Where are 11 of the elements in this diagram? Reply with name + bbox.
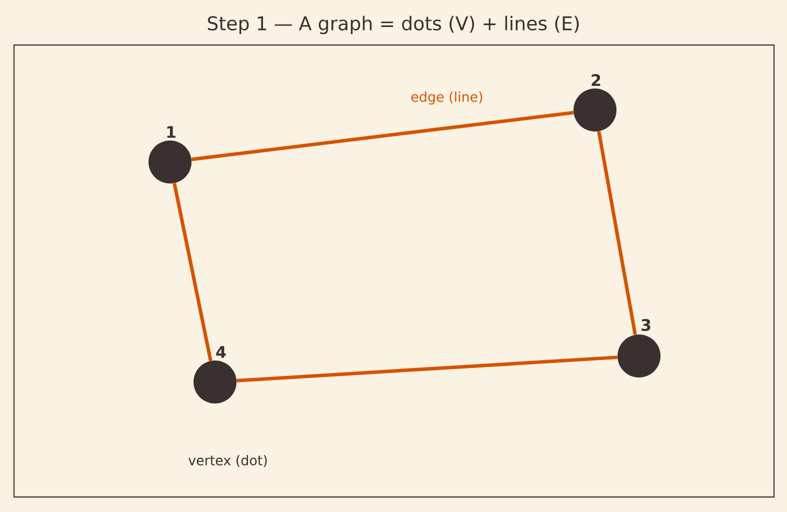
edge-line [597, 131, 637, 335]
edge-line [191, 110, 574, 162]
title: Step 1 — A graph = dots (V) + lines (E) [208, 16, 579, 34]
node-label: 4 [216, 346, 226, 358]
edge-line [172, 182, 212, 362]
node-label: 2 [592, 74, 600, 86]
annotation: vertex (dot) [188, 455, 267, 467]
node-label: 1 [167, 126, 176, 138]
edge-line [236, 356, 618, 382]
node-label: 3 [642, 318, 650, 332]
annotation: edge (line) [411, 91, 482, 104]
